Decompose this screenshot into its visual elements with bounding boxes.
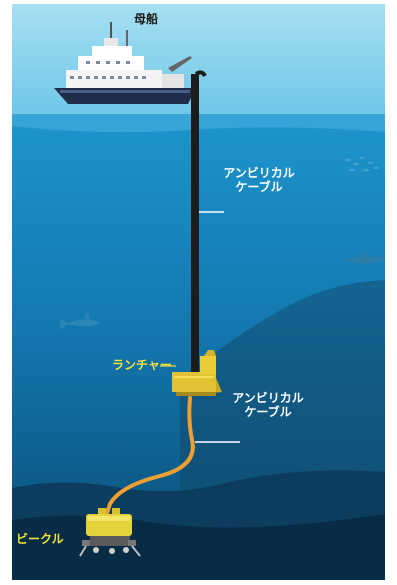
launcher-icon bbox=[172, 350, 222, 396]
umbilical-cable-label-top: アンビリカル ケーブル bbox=[213, 166, 305, 194]
fish-school-icon bbox=[345, 156, 379, 172]
vehicle-label: ビークル bbox=[16, 532, 64, 546]
ship-icon bbox=[54, 22, 196, 104]
umbilical-bottom-line1: アンビリカル bbox=[232, 391, 304, 405]
launcher-label: ランチャー bbox=[112, 358, 172, 372]
umbilical-cable-label-bottom: アンビリカル ケーブル bbox=[222, 391, 314, 419]
tether-cable bbox=[104, 396, 195, 518]
mother-ship-label: 母船 bbox=[134, 12, 159, 26]
rov-vehicle-icon bbox=[79, 508, 141, 557]
umbilical-top-line1: アンビリカル bbox=[223, 166, 295, 180]
umbilical-bottom-line2: ケーブル bbox=[244, 405, 292, 419]
umbilical-top-line2: ケーブル bbox=[235, 180, 283, 194]
shark-icon bbox=[60, 312, 100, 330]
umbilical-cable bbox=[191, 70, 207, 374]
shark-icon bbox=[346, 250, 385, 264]
